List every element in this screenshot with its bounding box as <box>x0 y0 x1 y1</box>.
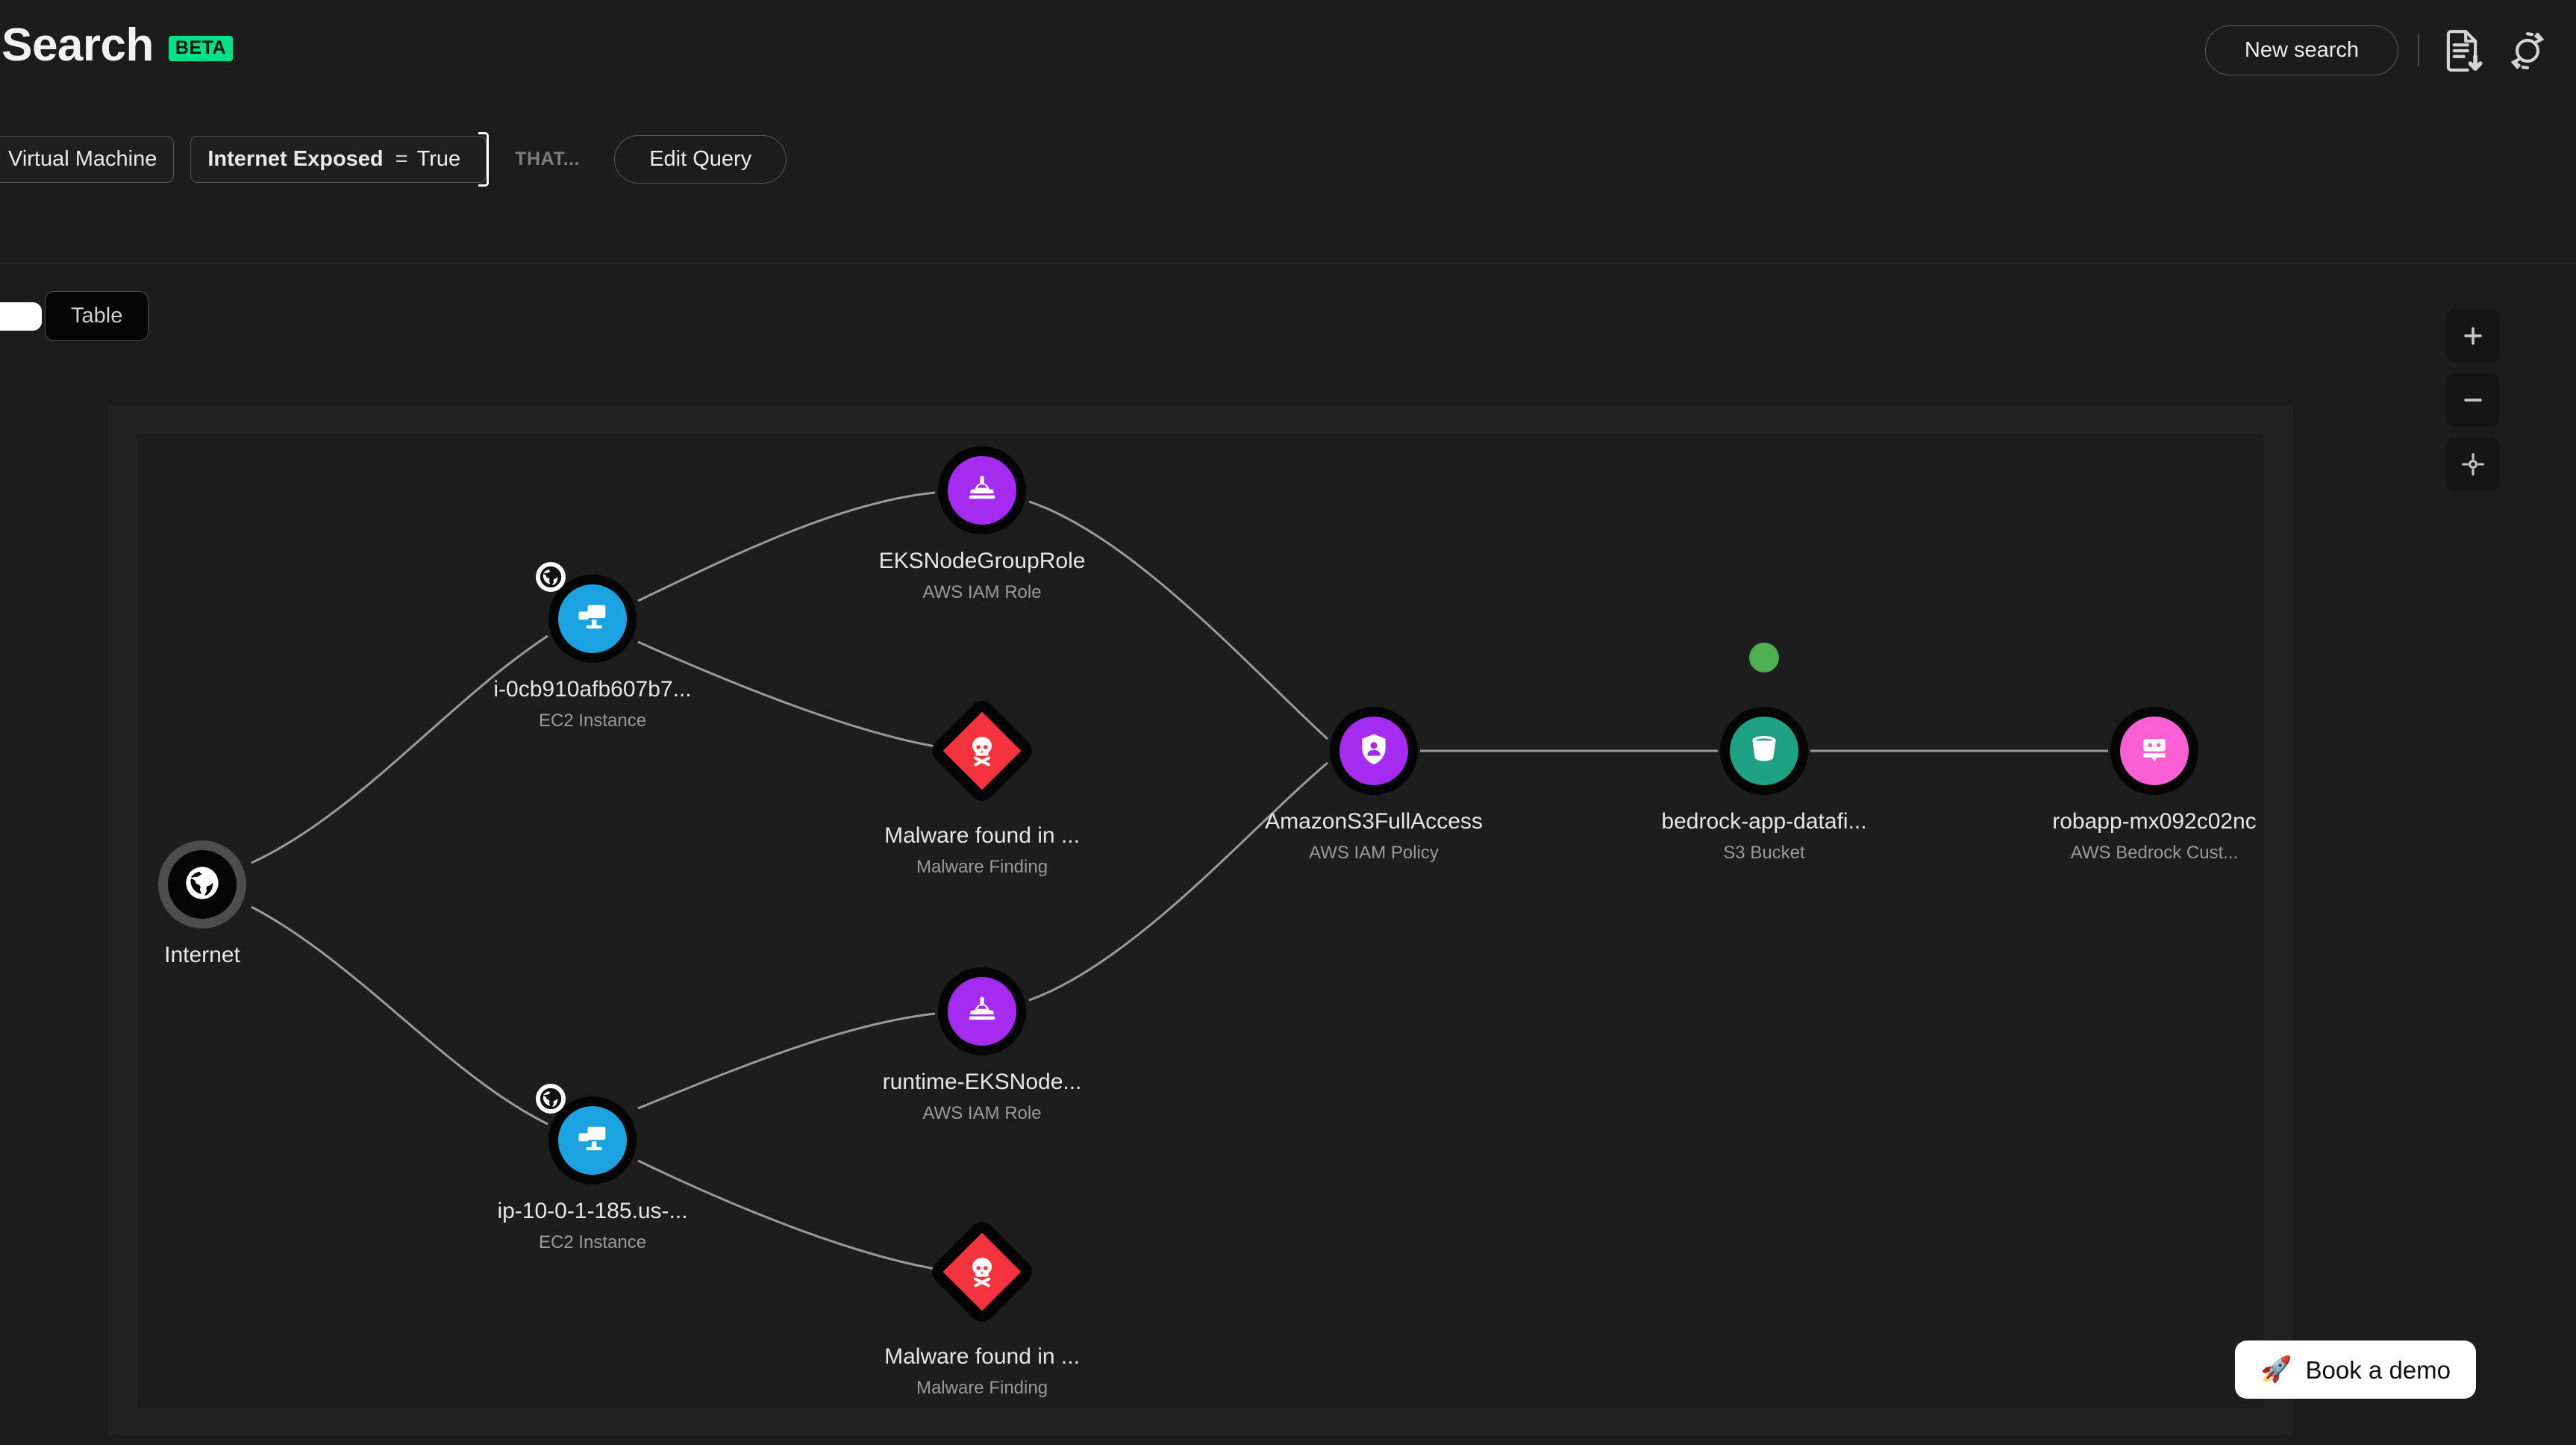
edit-query-button[interactable]: Edit Query <box>614 134 787 184</box>
app-header: n Search BETA New search <box>0 0 2576 112</box>
node-malware-top-shape[interactable] <box>927 696 1037 806</box>
condition-value: True <box>416 146 461 171</box>
node-s3-bucket[interactable]: bedrock-app-datafi... S3 Bucket <box>1661 643 1867 863</box>
zoom-out-button[interactable] <box>2446 373 2500 427</box>
query-connector-label: THAT... <box>515 148 581 169</box>
internet-exposed-globe-icon <box>536 1084 566 1114</box>
internet-exposed-globe-icon <box>536 562 566 592</box>
condition-operator: = <box>395 146 408 171</box>
node-malware-finding-bottom[interactable]: Malware found in ... Malware Finding <box>884 1217 1080 1398</box>
condition-group-bracket <box>478 131 490 187</box>
refresh-sync-icon[interactable] <box>2504 28 2551 74</box>
node-malware-bottom-shape[interactable] <box>927 1217 1037 1327</box>
book-demo-label: Book a demo <box>2305 1355 2451 1384</box>
query-bar: Virtual Machine Internet Exposed = True … <box>0 131 787 187</box>
tab-graph[interactable] <box>0 302 42 331</box>
header-divider <box>2418 34 2419 66</box>
hardhat-icon <box>963 990 1001 1033</box>
bucket-icon <box>1745 730 1783 773</box>
node-bedrock-shape[interactable] <box>2110 707 2198 795</box>
node-role-top-shape[interactable] <box>938 446 1026 534</box>
node-iam-role-runtime[interactable]: runtime-EKSNode... AWS IAM Role <box>883 967 1081 1123</box>
title-group: n Search BETA <box>0 19 234 71</box>
robot-icon <box>2135 730 2174 773</box>
node-ec2-instance-top[interactable]: i-0cb910afb607b7... EC2 Instance <box>493 562 692 731</box>
status-badge <box>1749 643 1779 672</box>
document-download-icon[interactable] <box>2439 28 2485 74</box>
shield-user-icon <box>1354 730 1393 773</box>
rocket-icon: 🚀 <box>2260 1355 2292 1384</box>
server-monitor-icon <box>573 598 612 640</box>
globe-icon <box>183 864 222 906</box>
beta-badge: BETA <box>168 36 234 61</box>
node-internet[interactable]: Internet <box>158 840 246 967</box>
node-policy-shape[interactable] <box>1330 707 1418 795</box>
header-actions: New search <box>2204 25 2551 75</box>
condition-field: Internet Exposed <box>207 146 384 171</box>
node-bedrock-custom-model[interactable]: robapp-mx092c02nc AWS Bedrock Cust... <box>2052 707 2257 863</box>
page-title: n Search <box>0 19 154 71</box>
node-ec2-top-shape[interactable] <box>536 562 637 663</box>
zoom-in-button[interactable] <box>2446 309 2500 363</box>
server-monitor-icon <box>573 1120 612 1162</box>
node-internet-shape[interactable] <box>158 840 246 929</box>
skull-icon <box>964 1254 1000 1290</box>
graph-canvas[interactable] <box>137 434 2263 1408</box>
node-ec2-bottom-shape[interactable] <box>536 1084 637 1185</box>
node-iam-policy-s3full[interactable]: AmazonS3FullAccess AWS IAM Policy <box>1265 707 1483 863</box>
node-role-bottom-shape[interactable] <box>938 967 1026 1055</box>
recenter-crosshair-icon[interactable] <box>2446 437 2500 491</box>
zoom-controls <box>2446 309 2500 491</box>
node-iam-role-eksnodegroup[interactable]: EKSNodeGroupRole AWS IAM Role <box>879 446 1085 602</box>
node-ec2-instance-bottom[interactable]: ip-10-0-1-185.us-... EC2 Instance <box>497 1084 688 1252</box>
view-tabs: Table <box>0 291 149 341</box>
new-search-button[interactable]: New search <box>2204 25 2398 75</box>
book-demo-button[interactable]: 🚀 Book a demo <box>2235 1341 2476 1399</box>
query-chip-condition[interactable]: Internet Exposed = True <box>190 131 490 187</box>
hardhat-icon <box>963 469 1001 512</box>
node-malware-finding-top[interactable]: Malware found in ... Malware Finding <box>884 696 1080 877</box>
node-bucket-shape[interactable] <box>1720 707 1808 795</box>
tab-table[interactable]: Table <box>45 291 149 341</box>
query-chip-resource-type[interactable]: Virtual Machine <box>0 135 175 183</box>
skull-icon <box>964 733 1000 769</box>
